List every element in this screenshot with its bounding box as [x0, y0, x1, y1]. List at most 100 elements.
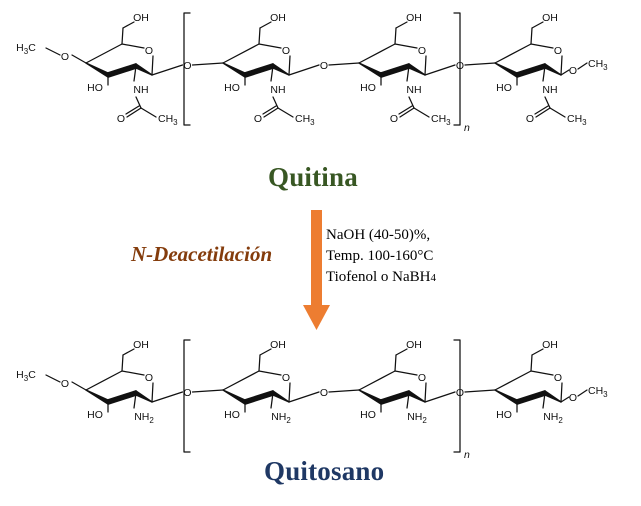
nh-label: NH	[542, 84, 557, 96]
hydroxyl-label: OH	[406, 12, 422, 24]
hydroxyl-label: OH	[406, 339, 422, 351]
ring-bond	[560, 382, 563, 403]
glycosidic-oxygen: O	[183, 60, 191, 72]
reagent-subscript: 4	[430, 272, 436, 284]
ring-bond	[494, 43, 532, 64]
bond	[534, 105, 549, 115]
ring-bond	[358, 43, 396, 64]
ring-wedge	[358, 389, 382, 405]
glycosidic-bond	[424, 64, 456, 76]
methyl-label: CH3	[431, 113, 451, 127]
ring-oxygen: O	[554, 372, 562, 384]
ring-wedge	[107, 63, 137, 78]
ring-wedge	[135, 390, 153, 403]
ring-bond	[121, 370, 145, 376]
bond	[262, 105, 277, 115]
condition-naoh: NaOH (40-50)%,	[326, 227, 431, 243]
ring-wedge	[244, 390, 274, 405]
reagent-text: Tiofenol o NaBH	[326, 269, 431, 285]
ring-bond	[121, 43, 145, 49]
repeat-bracket-left	[183, 12, 191, 126]
bond	[121, 354, 124, 372]
glycosidic-oxygen: O	[183, 387, 191, 399]
terminal-methyl-label: CH3	[588, 58, 608, 72]
bond	[258, 27, 261, 45]
bond	[413, 107, 430, 118]
ring-wedge	[380, 63, 410, 78]
ring-oxygen: O	[282, 45, 290, 57]
ring-wedge	[222, 62, 246, 78]
bond	[394, 354, 397, 372]
ring-wedge	[272, 63, 290, 76]
ring-wedge	[494, 62, 518, 78]
glycosidic-bond	[288, 391, 320, 403]
ring-wedge	[516, 390, 546, 405]
bond	[542, 392, 546, 409]
glycosidic-bond	[328, 389, 360, 393]
hydroxyl-label: OH	[270, 12, 286, 24]
ring-bond	[222, 370, 260, 391]
bond	[71, 381, 87, 391]
terminal-methyl-label: CH3	[588, 385, 608, 399]
bond	[530, 27, 533, 45]
bond	[531, 21, 544, 29]
quitina-title: Quitina	[268, 162, 358, 192]
glycosidic-oxygen: O	[320, 60, 328, 72]
ring-bond	[85, 370, 123, 391]
bond	[406, 392, 410, 409]
hydroxyl-label: OH	[542, 339, 558, 351]
repeat-bracket-right	[453, 339, 461, 453]
bond	[135, 96, 142, 109]
bond	[270, 392, 274, 409]
ring-wedge	[85, 389, 109, 405]
methoxy-oxygen: O	[61, 378, 69, 390]
bond	[577, 62, 588, 70]
bond	[395, 348, 408, 356]
ring-bond	[530, 43, 554, 49]
ring-bond	[258, 370, 282, 376]
glycosidic-bond	[288, 64, 320, 76]
ring-bond	[424, 382, 427, 403]
carbonyl-oxygen: O	[117, 113, 125, 125]
ring-wedge	[544, 63, 562, 76]
hydroxyl-label: HO	[496, 409, 512, 421]
ring-wedge	[516, 63, 546, 78]
bond	[395, 21, 408, 29]
hydroxyl-label: OH	[133, 12, 149, 24]
nh-label: NH	[270, 84, 285, 96]
bond	[398, 105, 413, 115]
methyl-label: CH3	[295, 113, 315, 127]
bond	[272, 96, 279, 109]
glycosidic-bond	[464, 389, 496, 393]
ring-bond	[394, 370, 418, 376]
ring-bond	[530, 370, 554, 376]
hydroxyl-label: HO	[360, 409, 376, 421]
ring-bond	[85, 43, 123, 64]
terminal-methyl-label: H3C	[16, 42, 36, 56]
ring-bond	[560, 55, 563, 76]
bond	[133, 65, 137, 82]
carbonyl-oxygen: O	[254, 113, 262, 125]
bond	[126, 107, 142, 118]
bond	[263, 107, 279, 118]
bond	[125, 105, 140, 115]
hydroxyl-label: HO	[224, 409, 240, 421]
nh2-label: NH2	[271, 411, 291, 425]
bond	[259, 21, 272, 29]
bond	[122, 21, 135, 29]
condition-temperature: Temp. 100-160°C	[326, 248, 434, 264]
ring-bond	[288, 382, 291, 403]
ring-wedge	[380, 390, 410, 405]
ring-oxygen: O	[145, 372, 153, 384]
ring-bond	[394, 43, 418, 49]
hydroxyl-label: HO	[224, 82, 240, 94]
carbonyl-oxygen: O	[526, 113, 534, 125]
bond	[270, 65, 274, 82]
ring-wedge	[107, 390, 137, 405]
glycosidic-bond	[191, 62, 224, 66]
ring-wedge	[494, 389, 518, 405]
bond	[71, 54, 87, 64]
ring-bond	[424, 55, 427, 76]
